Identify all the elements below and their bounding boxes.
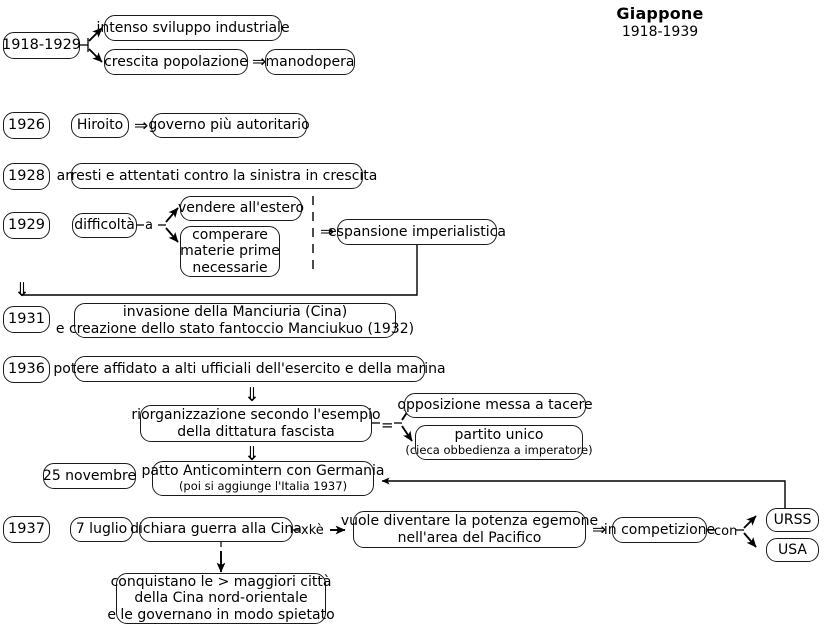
box-manodopera[interactable]: manodopera — [265, 49, 355, 75]
box-arresti-attentati[interactable]: arresti e attentati contro la sinistra i… — [57, 163, 377, 189]
box-label-line1: vuole diventare la potenza egemone — [340, 512, 599, 529]
box-label: vendere all'estero — [178, 200, 305, 217]
box-comperare-materie-prime[interactable]: comperare materie prime necessarie — [180, 226, 280, 277]
box-invasione-manciuria[interactable]: invasione della Manciuria (Cina) e creaz… — [56, 303, 414, 338]
implies-arrow-2: ⇒ — [134, 116, 149, 136]
box-patto-anticomintern[interactable]: patto Anticomintern con Germania (poi si… — [142, 461, 385, 496]
box-dichiara-guerra-cina[interactable]: dichiara guerra alla Cina — [130, 517, 302, 542]
year-badge-1928[interactable]: 1928 — [3, 163, 50, 190]
year-badge-1929[interactable]: 1929 — [3, 212, 50, 239]
connector-label-con: con — [714, 524, 738, 539]
title-subheading: 1918-1939 — [621, 24, 699, 40]
box-label: arresti e attentati contro la sinistra i… — [56, 167, 378, 184]
connector-label-a: a — [145, 218, 153, 233]
connector-label-xke: xkè — [301, 523, 324, 538]
box-label: Hiroito — [76, 117, 124, 134]
box-label-line2: materie prime — [180, 243, 280, 260]
box-opposizione-messa-a-tacere[interactable]: opposizione messa a tacere — [397, 393, 593, 418]
box-label: difficoltà — [74, 217, 135, 234]
box-label: governo più autoritario — [148, 117, 310, 134]
box-label: intenso sviluppo industriale — [96, 19, 290, 36]
box-urss[interactable]: URSS — [766, 508, 819, 532]
box-label-line1: comperare — [192, 226, 268, 243]
box-label: potere affidato a alti ufficiali dell'es… — [53, 360, 446, 377]
implies-arrow-3: ⇒ — [320, 222, 335, 242]
down-arrow-to-patto: ⇓ — [244, 443, 260, 465]
box-hiroito[interactable]: Hiroito — [71, 113, 129, 138]
box-label: partito unico — [454, 427, 544, 444]
page-title: Giappone 1918-1939 — [580, 4, 740, 40]
year-label: 1928 — [8, 167, 45, 184]
box-governo-piu-autoritario[interactable]: governo più autoritario — [148, 113, 310, 138]
date-label: 7 luglio — [75, 521, 128, 538]
box-partito-unico[interactable]: partito unico (cieca obbedienza a impera… — [405, 425, 593, 460]
box-conquistano-citta-cina[interactable]: conquistano le > maggiori città della Ci… — [107, 573, 335, 624]
year-badge-1926[interactable]: 1926 — [3, 112, 50, 139]
date-label: 25 novembre — [42, 467, 137, 484]
box-label: in competizione — [603, 521, 716, 538]
box-label-line1: conquistano le > maggiori città — [110, 573, 332, 590]
box-label-line1: invasione della Manciuria (Cina) — [122, 303, 348, 320]
year-badge-1931[interactable]: 1931 — [3, 306, 50, 333]
box-potenza-egemone-pacifico[interactable]: vuole diventare la potenza egemone nell'… — [341, 511, 598, 548]
box-intenso-sviluppo-industriale[interactable]: intenso sviluppo industriale — [96, 15, 290, 41]
box-difficolta[interactable]: difficoltà — [72, 213, 137, 238]
box-crescita-popolazione[interactable]: crescita popolazione — [104, 49, 248, 75]
box-label: USA — [778, 541, 807, 558]
box-espansione-imperialistica[interactable]: espansione imperialistica — [328, 219, 506, 245]
box-label-line3: e le governano in modo spietato — [107, 606, 335, 623]
connector-label-equals: = — [381, 416, 394, 434]
box-label: manodopera — [265, 53, 355, 70]
year-label: 1931 — [8, 310, 45, 327]
implies-arrow-1: ⇒ — [252, 52, 267, 72]
year-label: 1929 — [8, 216, 45, 233]
implies-arrow-4: ⇒ — [592, 520, 607, 540]
down-arrow-to-1931: ⇓ — [14, 279, 30, 301]
year-label: 1918-1929 — [1, 36, 82, 53]
box-in-competizione[interactable]: in competizione — [604, 517, 715, 543]
year-badge-1936[interactable]: 1936 — [3, 356, 50, 383]
box-label-line2: della Cina nord-orientale — [134, 590, 308, 607]
year-badge-1937[interactable]: 1937 — [3, 516, 50, 543]
date-badge-25-novembre[interactable]: 25 novembre — [43, 463, 136, 489]
box-label-line1: riorganizzazione secondo l'esempio — [131, 406, 381, 423]
year-label: 1937 — [8, 520, 45, 537]
box-label: espansione imperialistica — [328, 223, 506, 240]
box-label: URSS — [773, 511, 812, 528]
year-label: 1936 — [8, 360, 45, 377]
box-potere-affidato[interactable]: potere affidato a alti ufficiali dell'es… — [53, 356, 446, 382]
box-riorganizzazione-dittatura[interactable]: riorganizzazione secondo l'esempio della… — [131, 405, 381, 442]
title-heading: Giappone — [616, 4, 704, 23]
box-sublabel: (poi si aggiunge l'Italia 1937) — [178, 478, 348, 493]
box-label-line2: della dittatura fascista — [177, 423, 335, 440]
box-sublabel: (cieca obbedienza a imperatore) — [405, 442, 593, 457]
down-arrow-to-riorganizzazione: ⇓ — [244, 384, 260, 406]
box-label: patto Anticomintern con Germania — [141, 463, 385, 480]
box-vendere-allestero[interactable]: vendere all'estero — [178, 196, 305, 221]
box-label: crescita popolazione — [104, 53, 248, 70]
date-badge-7-luglio[interactable]: 7 luglio — [70, 517, 133, 542]
box-label: dichiara guerra alla Cina — [130, 521, 302, 538]
box-label: opposizione messa a tacere — [397, 397, 593, 414]
year-label: 1926 — [8, 116, 45, 133]
year-badge-1918-1929[interactable]: 1918-1929 — [1, 32, 82, 59]
box-usa[interactable]: USA — [766, 538, 819, 562]
box-label-line2: e creazione dello stato fantoccio Manciu… — [55, 320, 415, 337]
box-label-line2: nell'area del Pacifico — [397, 529, 542, 546]
box-label-line3: necessarie — [192, 259, 268, 276]
